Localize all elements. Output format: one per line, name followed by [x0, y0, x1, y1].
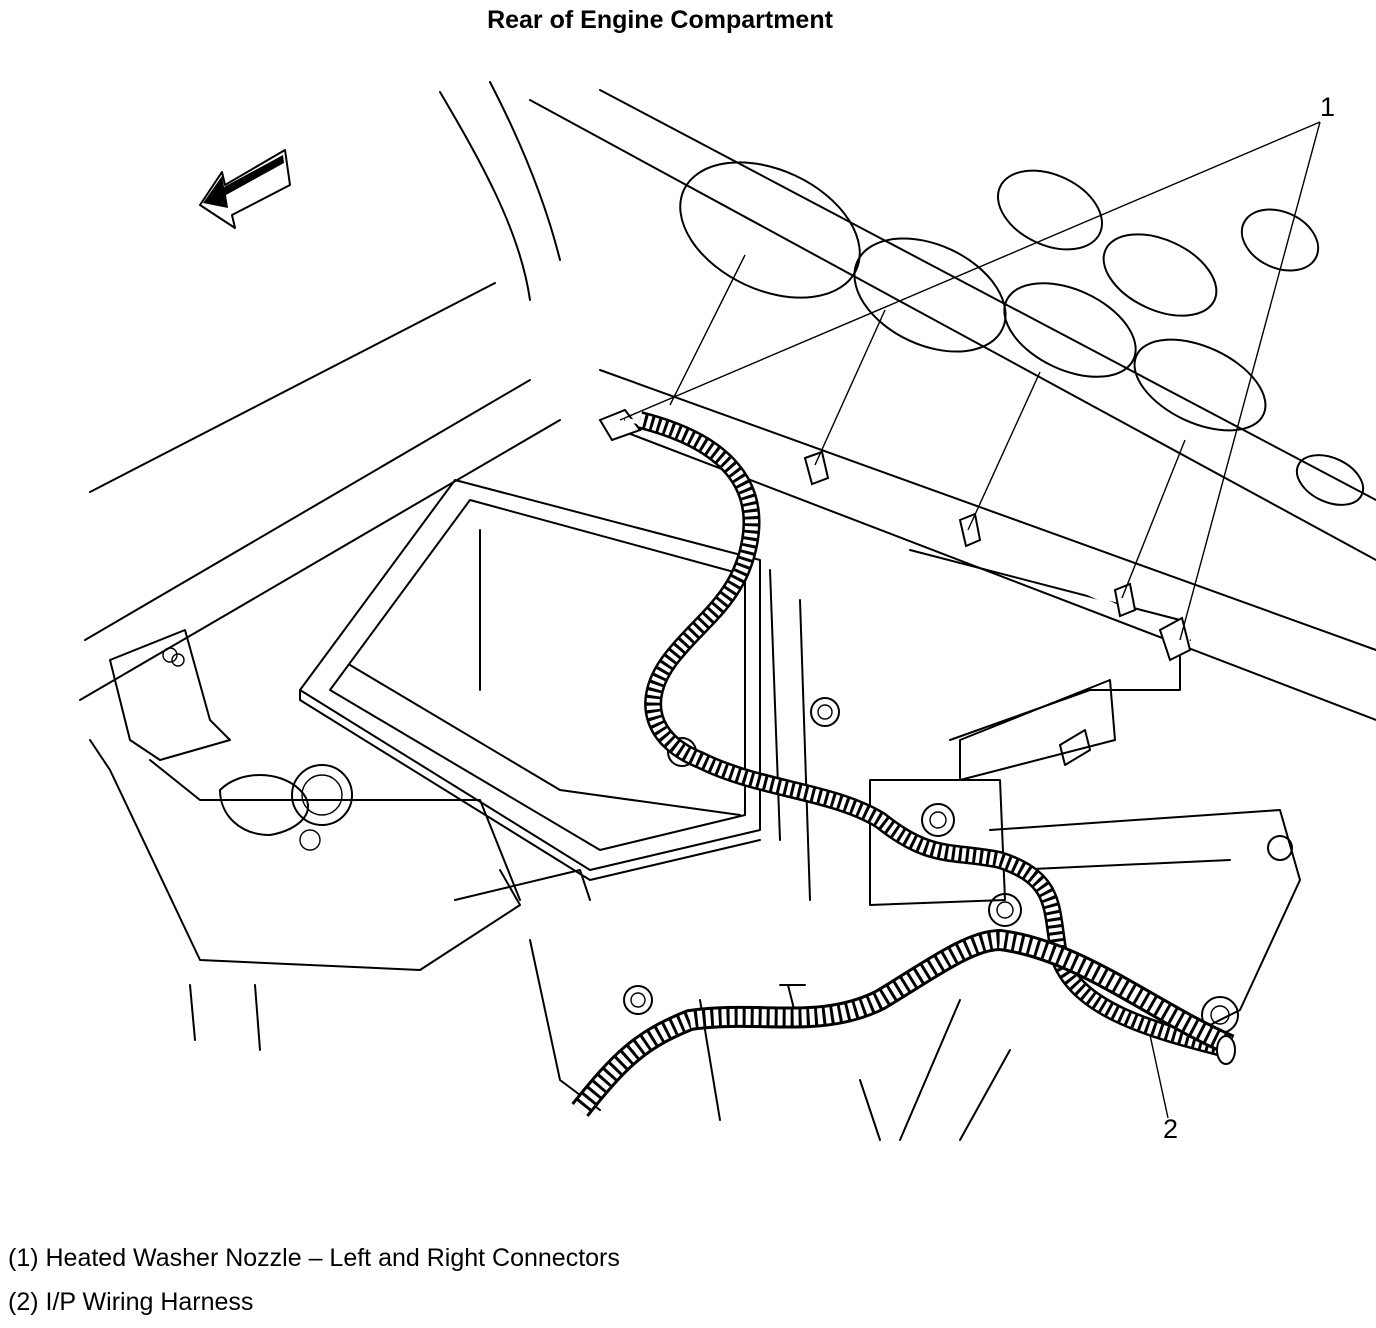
callout-1: 1 — [1320, 92, 1335, 122]
cowl-lines — [79, 81, 1376, 721]
legend-item-2: (2) I/P Wiring Harness — [8, 1288, 254, 1316]
engine-compartment-drawing: 1 2 — [79, 81, 1376, 1144]
legend-item-1: (1) Heated Washer Nozzle – Left and Righ… — [8, 1244, 620, 1272]
leader-lines — [619, 121, 1321, 1119]
cowl-ovals — [679, 161, 1365, 506]
legend: (1) Heated Washer Nozzle – Left and Righ… — [8, 1236, 620, 1324]
fasteners — [623, 697, 1293, 1034]
callout-2: 2 — [1163, 1114, 1178, 1144]
battery-tray — [299, 479, 761, 901]
diagram-title: Rear of Engine Compartment — [487, 6, 833, 34]
left-bracket — [89, 629, 521, 1051]
firewall-panels — [529, 549, 1301, 1141]
ip-wiring-harness — [571, 411, 1236, 1117]
arrow-left-icon — [199, 149, 291, 229]
